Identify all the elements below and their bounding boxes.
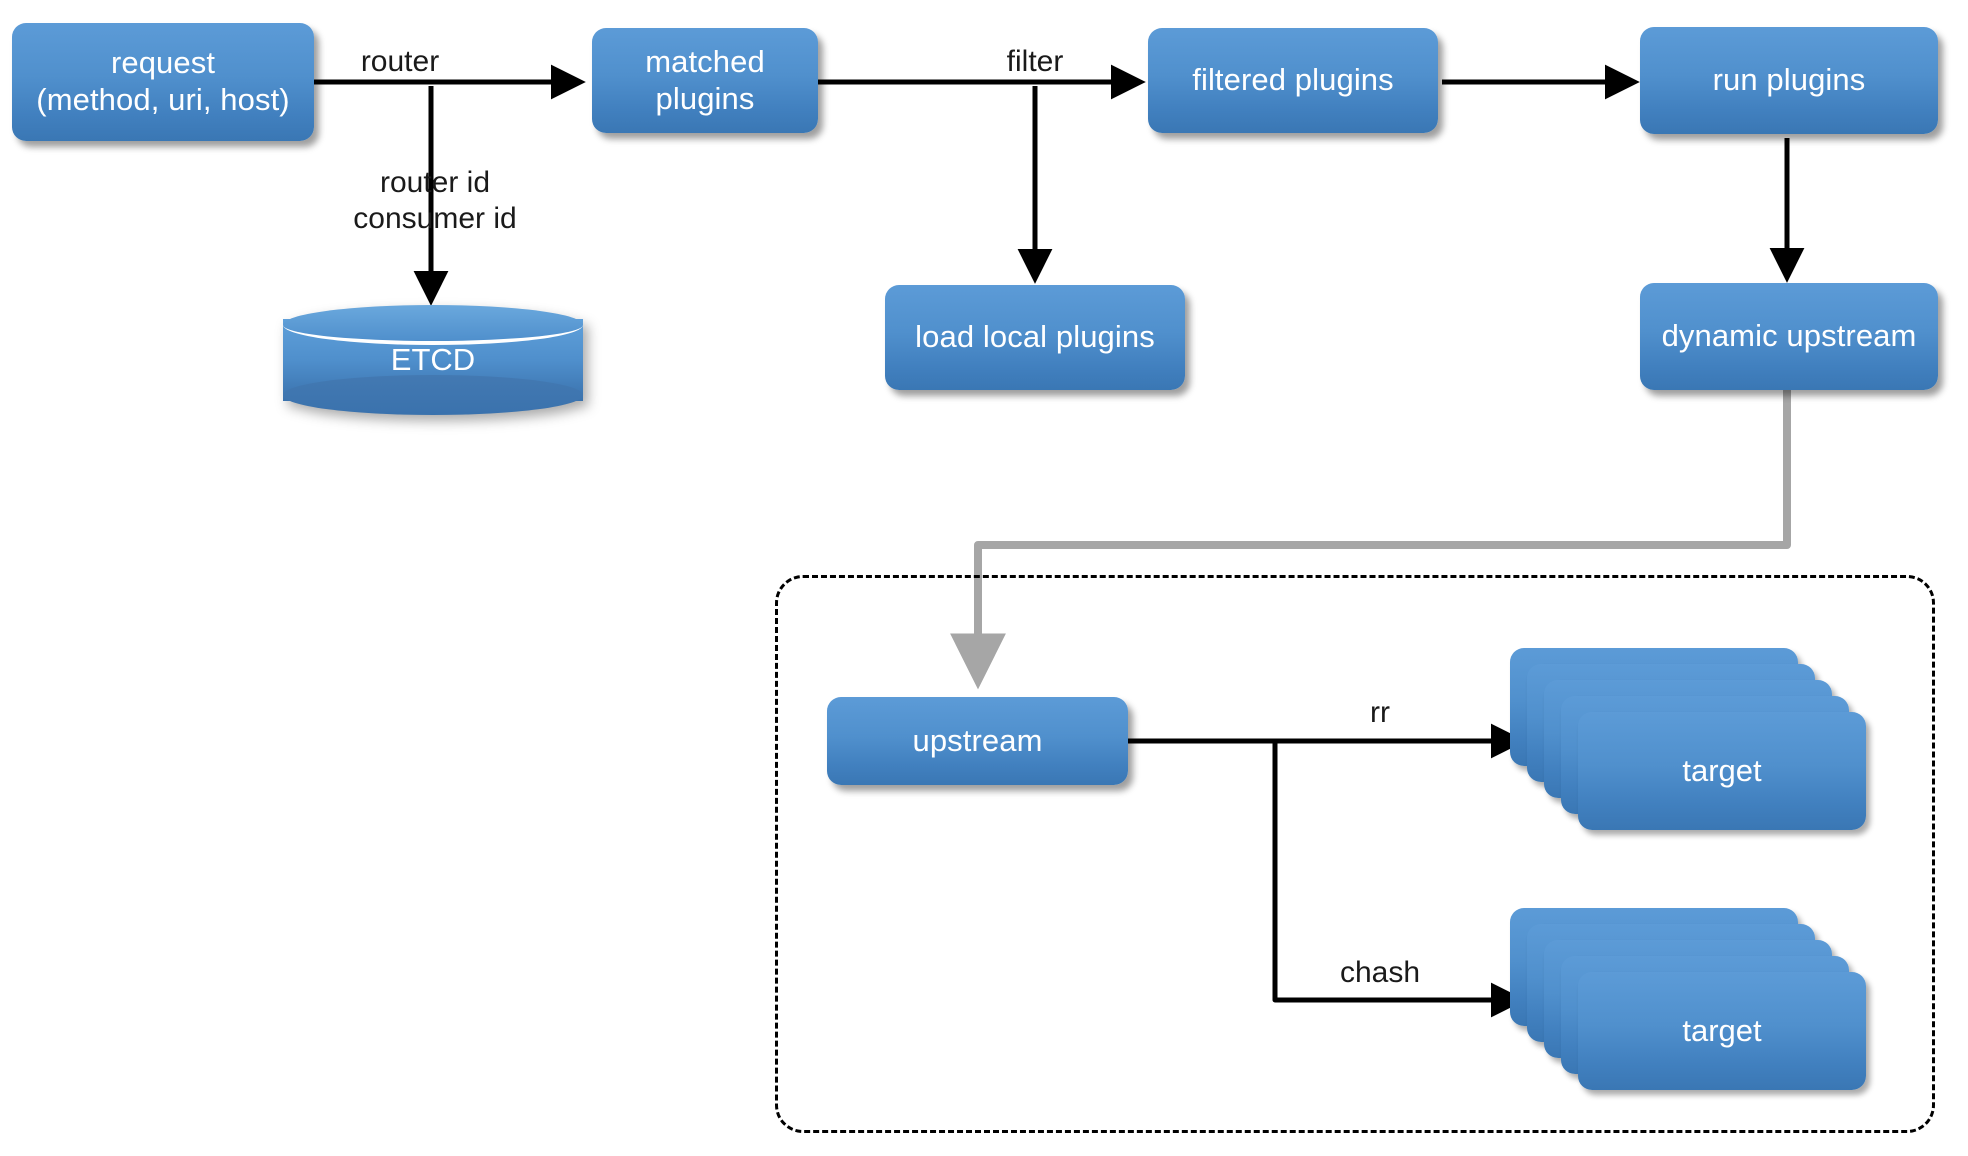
edge-label-router: router (360, 45, 440, 78)
node-run-plugins[interactable]: run plugins (1640, 27, 1938, 134)
node-matched-plugins[interactable]: matched plugins (592, 28, 818, 133)
etcd-cylinder-bottom (283, 375, 583, 415)
target-rr-layer-front: target (1578, 712, 1866, 830)
edge-label-chash: chash (1339, 956, 1421, 989)
node-dynamic-upstream[interactable]: dynamic upstream (1640, 283, 1938, 390)
node-filtered-plugins-label: filtered plugins (1192, 62, 1394, 98)
target-chash-layer-front: target (1578, 972, 1866, 1090)
node-request-label: request (method, uri, host) (36, 45, 290, 117)
node-etcd-label: ETCD (390, 342, 476, 377)
upstream-group-container (775, 575, 1935, 1133)
node-dynamic-upstream-label: dynamic upstream (1661, 318, 1917, 354)
node-target-chash[interactable]: target (1510, 908, 1870, 1090)
node-target-rr[interactable]: target (1510, 648, 1870, 830)
node-target-rr-label: target (1682, 753, 1762, 788)
node-upstream[interactable]: upstream (827, 697, 1128, 785)
edge-label-rr: rr (1370, 696, 1390, 729)
node-load-local-plugins-label: load local plugins (915, 319, 1155, 355)
edge-label-router-consumer-id: router id consumer id (353, 166, 517, 235)
node-target-chash-label: target (1682, 1013, 1762, 1048)
edge-label-filter: filter (1006, 45, 1064, 78)
etcd-cylinder-top (283, 305, 583, 345)
node-run-plugins-label: run plugins (1712, 62, 1866, 98)
node-load-local-plugins[interactable]: load local plugins (885, 285, 1185, 390)
node-etcd[interactable]: ETCD (283, 305, 583, 415)
node-request[interactable]: request (method, uri, host) (12, 23, 314, 141)
node-matched-plugins-label: matched plugins (645, 43, 765, 116)
node-upstream-label: upstream (912, 722, 1043, 758)
node-filtered-plugins[interactable]: filtered plugins (1148, 28, 1438, 133)
